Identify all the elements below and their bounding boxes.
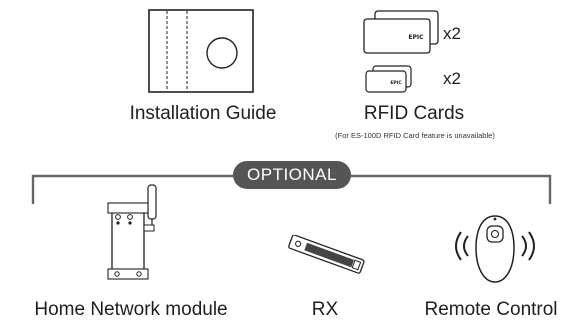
- rfid-large-qty: x2: [443, 24, 461, 43]
- home-network-module-icon: [107, 184, 157, 280]
- rfid-small-qty: x2: [443, 69, 461, 88]
- installation-guide-label: Installation Guide: [129, 103, 277, 124]
- rfid-cards-label: RFID Cards: [363, 103, 465, 124]
- optional-banner: OPTIONAL: [233, 161, 351, 189]
- rfid-keyfob-icon: EPIC: [365, 65, 412, 93]
- rfid-cards-note: (For ES-100D RFID Card feature is unavai…: [335, 131, 495, 140]
- rfid-card-icon: EPIC: [363, 10, 439, 54]
- remote-control-icon: [455, 215, 535, 283]
- rx-label: RX: [311, 299, 339, 320]
- rx-receiver-icon: [288, 235, 365, 274]
- rfid-keyfob-brand: EPIC: [390, 80, 402, 86]
- home-network-module-label: Home Network module: [34, 299, 228, 320]
- remote-control-label: Remote Control: [424, 299, 558, 320]
- rfid-card-brand: EPIC: [408, 34, 424, 41]
- installation-guide-icon: [148, 9, 254, 93]
